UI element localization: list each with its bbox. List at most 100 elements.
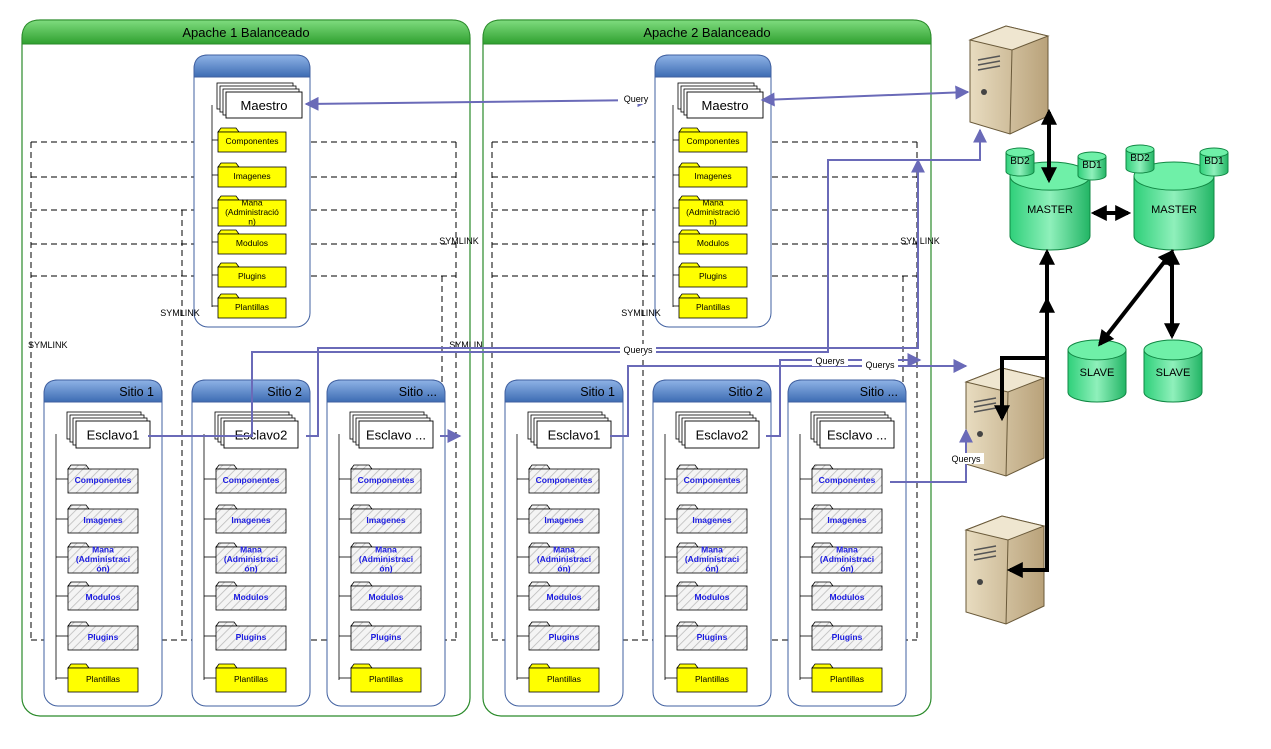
query-text: Querys [865,360,895,370]
folder-body [67,667,139,693]
folder-body [528,468,600,494]
tree-lines [55,434,68,680]
folder-tab [811,581,834,587]
folder-tab [676,581,699,587]
database-cylinder-icon: BD2 [1005,147,1035,177]
folder-label: Modulos [697,238,729,248]
query-link [760,85,970,107]
cyl-top [1067,339,1127,361]
folder-icon: Plugins [215,621,287,651]
folder-body [350,667,422,693]
folder-label: Componentes [819,475,876,485]
folder-tab [528,621,551,627]
folder-label: Componentes [75,475,132,485]
folder-icon: Plugins [678,262,748,288]
stack-front [819,420,895,449]
server-slot [973,555,997,561]
node-stack: Esclavo1 [527,411,612,449]
folder-tab [215,581,238,587]
folder-tab [676,464,699,470]
folder-body [811,585,883,611]
folder-label: Componentes [358,475,415,485]
folder-label: Modulos [830,592,865,602]
folder-body [67,625,139,651]
node-label: Esclavo ... [366,428,426,443]
db-label: SLAVE [1156,367,1191,379]
folder-tab [67,621,90,627]
symlink-label: SYMLINK [160,308,200,318]
folder-label: Plantillas [696,302,730,312]
folder-body [67,508,139,534]
folder-tab [528,504,551,510]
folder-label: Modulos [547,592,582,602]
pane-header [504,379,624,403]
server-slot [973,550,997,556]
server-slot [977,65,1001,71]
folder-body [811,508,883,534]
node-label: Maestro [702,98,749,113]
folder-icon: Plugins [67,621,139,651]
cyl-body [1067,349,1127,403]
folder-body [67,468,139,494]
folder-label: Imagenes [233,171,270,181]
pane-title: Sitio 2 [267,385,302,399]
database-cylinder-icon: SLAVE [1143,339,1203,403]
query-link [306,158,925,437]
folder-body [215,585,287,611]
folder-body [676,546,748,574]
folder-icon: Modulos [217,229,287,255]
folder-tab [350,663,373,669]
folder-body [678,233,748,255]
folder-label: Imagenes [692,515,731,525]
db-label: SLAVE [1080,367,1115,379]
folder-label: Componentes [223,475,280,485]
folder-icon: Componentes [811,464,883,494]
folder-body [215,625,287,651]
query-label: Querys [948,453,984,464]
folder-tab [528,542,551,548]
node-label: Esclavo ... [827,428,887,443]
cluster-header [482,19,932,45]
cyl-body [1077,156,1107,181]
folder-icon: Imagenes [811,504,883,534]
folder-body [528,508,600,534]
folder-icon: Plantillas [350,663,422,693]
folder-icon: Imagenes [350,504,422,534]
server-led [977,579,983,585]
folder-tab [528,663,551,669]
folder-tab [215,663,238,669]
folder-tab [217,293,240,299]
stack-front [684,420,760,449]
server-slot [973,545,997,551]
cyl-top [1125,144,1155,155]
folder-label: Modulos [236,238,268,248]
folder-icon: Plantillas [217,293,287,319]
node-label: Maestro [241,98,288,113]
server-slot [973,402,997,408]
folder-tab [67,542,90,548]
pane-header [787,379,907,403]
folder-tab [678,293,701,299]
pane-header [193,54,311,78]
folder-body [67,546,139,574]
folder-tab [67,663,90,669]
folder-body [217,233,287,255]
query-link [610,359,968,437]
folder-icon: Componentes [67,464,139,494]
pane-header [43,379,163,403]
folder-tab [217,127,240,133]
folder-body [350,585,422,611]
folder-body [215,667,287,693]
folder-tab [67,464,90,470]
stack-front [75,420,151,449]
folder-icon: Plugins [528,621,600,651]
tree-lines [203,434,216,680]
folder-icon: Imagenes [676,504,748,534]
folder-label: Plantillas [234,674,268,684]
query-label: Querys [620,344,656,355]
folder-label: Plugins [371,632,402,642]
